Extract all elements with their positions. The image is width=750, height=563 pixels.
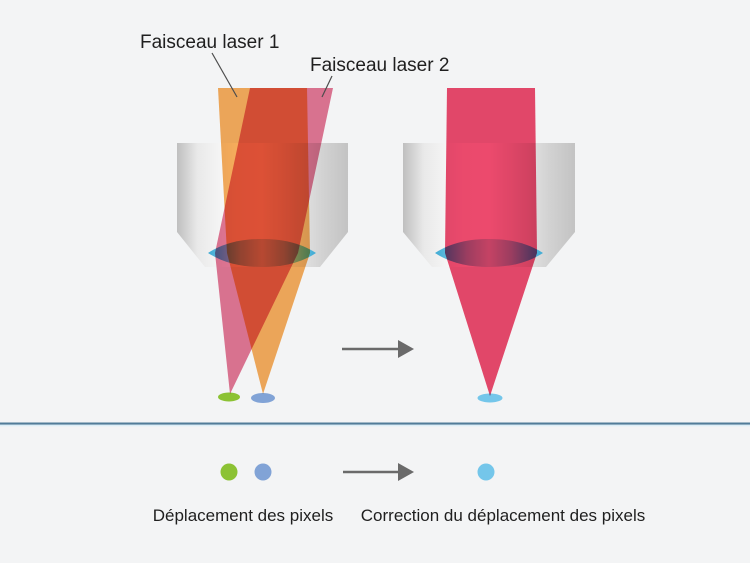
label-laser2: Faisceau laser 2 bbox=[310, 55, 449, 76]
legend-arrow-icon bbox=[343, 463, 414, 481]
laser2-beam bbox=[215, 88, 333, 394]
focus-dot-corrected bbox=[477, 393, 503, 403]
leader-line-laser1 bbox=[211, 52, 238, 98]
divider-glow bbox=[0, 424, 750, 427]
label-laser1: Faisceau laser 1 bbox=[140, 32, 279, 53]
legend-label-displacement: Déplacement des pixels bbox=[153, 506, 333, 525]
leader-line-laser2 bbox=[321, 75, 333, 98]
divider-line bbox=[0, 422, 750, 425]
legend-dot-corrected bbox=[477, 463, 495, 481]
focus-dot-blue bbox=[251, 393, 275, 403]
legend-dot-blue bbox=[254, 463, 272, 481]
focus-dot-green bbox=[218, 392, 240, 402]
legend-label-correction: Correction du déplacement des pixels bbox=[361, 506, 645, 525]
transform-arrow-icon bbox=[342, 340, 414, 358]
corrected-beam bbox=[445, 88, 537, 396]
legend-dot-green bbox=[220, 463, 238, 481]
